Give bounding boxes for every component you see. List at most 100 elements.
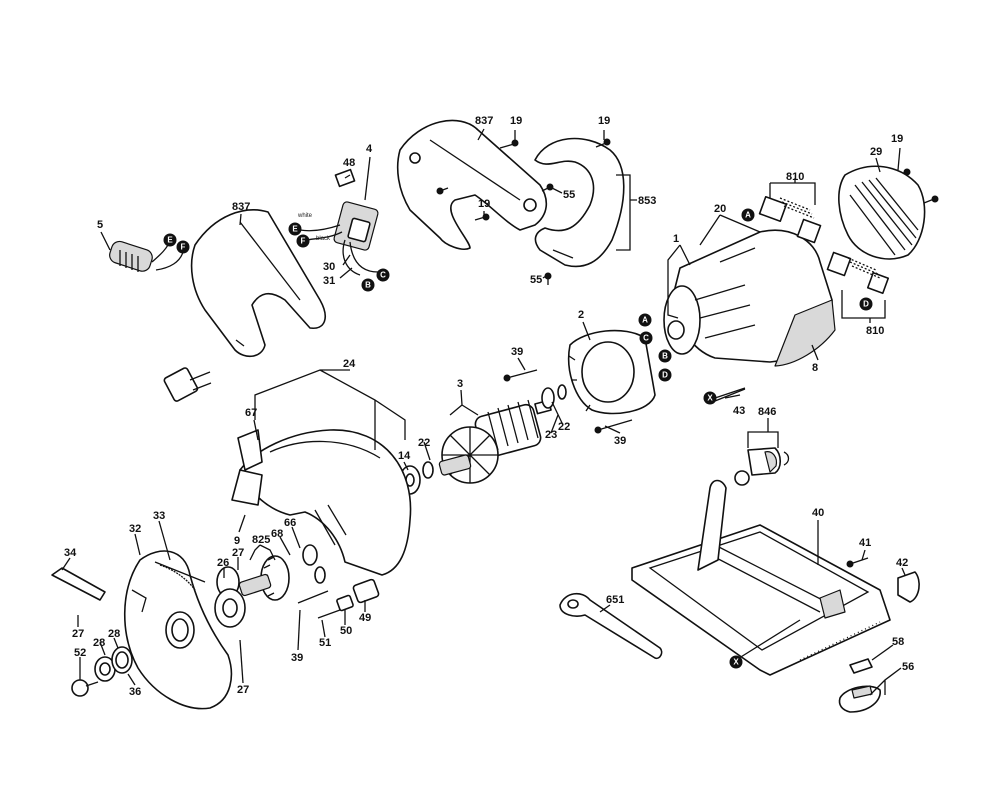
switch-assembly [299,168,379,276]
label-23: 23 [545,429,557,441]
base-shoe [631,479,891,676]
label-42: 42 [896,557,908,569]
handle-half-left [190,209,326,358]
label-29: 29 [870,146,882,158]
blade-flange [214,588,246,628]
label-68: 68 [271,528,283,540]
leader-lines [61,128,906,696]
label-48: 48 [343,157,355,169]
label-3: 3 [457,378,463,390]
marker-d-brush: D [859,297,873,311]
svg-text:X: X [733,658,739,667]
field-stator [568,329,656,415]
label-27-b: 27 [72,628,84,640]
marker-d-field: D [658,368,672,382]
label-67: 67 [245,407,257,419]
label-58: 58 [892,636,904,648]
svg-text:A: A [745,211,751,220]
label-19-c: 19 [478,198,490,210]
marker-f-cord: F [176,240,190,254]
label-41: 41 [859,537,871,549]
svg-text:D: D [662,371,668,380]
label-19-d: 19 [891,133,903,145]
part-number-labels: 5 837 4 48 30 31 837 19 19 19 19 55 55 8… [64,115,914,698]
label-51: 51 [319,637,331,649]
label-33: 33 [153,510,165,522]
label-19-a: 19 [510,115,522,127]
label-19-b: 19 [598,115,610,127]
end-cap [838,165,926,260]
rip-fence-parts [838,658,881,713]
marker-a-brush: A [741,208,755,222]
marker-b-field: B [658,349,672,363]
label-39-a: 39 [511,346,523,358]
label-22-a: 22 [418,437,430,449]
marker-e-cord: E [163,233,177,247]
label-36: 36 [129,686,141,698]
blade-wrench [559,592,663,660]
label-31: 31 [323,275,335,287]
label-846: 846 [758,406,776,418]
marker-e-switch: E [288,222,302,236]
label-28-b: 28 [108,628,120,640]
guard-lever [51,567,106,601]
svg-text:C: C [643,334,649,343]
wire-label-white: white [297,213,313,219]
marker-a-field: A [638,313,652,327]
label-27-a: 27 [232,547,244,559]
upper-blade-guard [231,429,412,576]
svg-text:C: C [380,271,386,280]
motor-housing [663,229,836,367]
label-50: 50 [340,625,352,637]
label-32: 32 [129,523,141,535]
label-40: 40 [812,507,824,519]
label-14: 14 [398,450,411,462]
label-837-left: 837 [232,201,250,213]
marker-f-switch: F [296,234,310,248]
label-5: 5 [97,219,103,231]
svg-text:B: B [365,281,371,290]
armature [438,399,552,484]
svg-text:X: X [707,394,713,403]
label-39-b: 39 [614,435,626,447]
bevel-parts [297,578,380,619]
base-knob [846,557,920,603]
depth-bracket [734,447,790,486]
label-2: 2 [578,309,584,321]
label-825: 825 [252,534,270,546]
marker-x-housing: X [703,391,717,405]
label-55-b: 55 [530,274,542,286]
label-66: 66 [284,517,296,529]
label-52: 52 [74,647,86,659]
svg-text:B: B [662,352,668,361]
label-22-b: 22 [558,421,570,433]
label-30: 30 [323,261,335,273]
label-810-bottom: 810 [866,325,884,337]
label-49: 49 [359,612,371,624]
svg-text:A: A [642,316,648,325]
label-8: 8 [812,362,818,374]
svg-text:E: E [167,236,173,245]
marker-c-switch: C [376,268,390,282]
svg-text:E: E [292,225,298,234]
label-56: 56 [902,661,914,673]
svg-text:F: F [181,243,186,252]
connection-markers: E F E F C B A C B D A D X X [163,208,873,669]
label-651: 651 [606,594,624,606]
wire-label-black: black [316,236,331,242]
marker-b-switch: B [361,278,375,292]
auxiliary-handle [534,137,625,268]
label-55-a: 55 [563,189,575,201]
bearings-washers [399,384,746,495]
brush-holders [758,195,890,295]
label-34: 34 [64,547,77,559]
handle-half-right [396,119,548,250]
label-9: 9 [234,535,240,547]
label-837-right: 837 [475,115,493,127]
svg-text:F: F [301,237,306,246]
svg-text:D: D [863,300,869,309]
label-4: 4 [366,143,373,155]
wire-labels: white black [297,213,331,242]
blade-bolt-washers [71,646,133,697]
